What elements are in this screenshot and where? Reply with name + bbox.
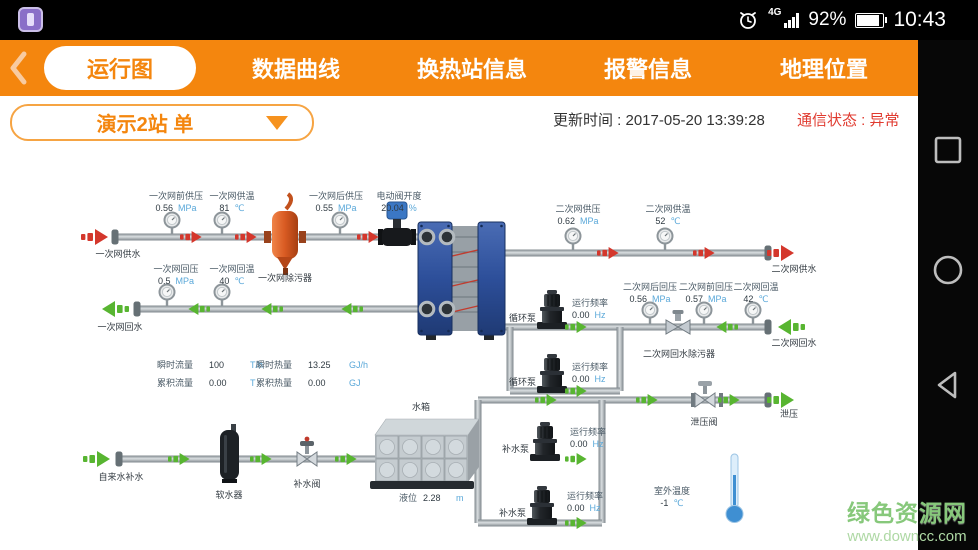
update-time: 更新时间 : 2017-05-20 13:39:28 (553, 112, 765, 129)
station-selector[interactable]: 演示2站 单 (10, 104, 314, 141)
tab-2[interactable]: 数据曲线 (251, 57, 340, 82)
watermark: 绿色资源网 www.downcc.com (836, 494, 978, 545)
back-button[interactable] (6, 44, 32, 92)
status-bar: 4G 92% 10:43 (0, 0, 978, 40)
makeup-pump-1 (529, 421, 561, 462)
dropdown-arrow-icon (266, 116, 288, 130)
comm-status: 通信状态 : 异常 (797, 112, 900, 129)
thermometer-icon (725, 453, 744, 523)
back-chevron-icon (10, 51, 27, 85)
alarm-clock-icon (740, 12, 756, 29)
signal-bars-icon (784, 12, 800, 28)
battery-icon (855, 12, 888, 28)
back-triangle-icon[interactable] (932, 369, 964, 401)
water-softener (220, 424, 239, 483)
water-tank (370, 418, 480, 489)
sub-header: 演示2站 单 更新时间 : 2017-05-20 13:39:28 通信状态 :… (0, 96, 918, 145)
tab-5[interactable]: 地理位置 (779, 57, 868, 82)
makeup-valve (296, 436, 318, 467)
tab-3[interactable]: 换热站信息 (416, 57, 527, 82)
heat-exchanger (417, 221, 506, 340)
status-time: 10:43 (893, 8, 946, 31)
network-type-label: 4G (768, 7, 782, 18)
nav-tabs: 运行图 数据曲线 换热站信息 报警信息 地理位置 (32, 46, 912, 90)
secondary-strainer (665, 310, 691, 335)
station-name: 演示2站 单 (96, 114, 194, 136)
tab-4[interactable]: 报警信息 (603, 57, 692, 82)
top-nav-bar: 运行图 数据曲线 换热站信息 报警信息 地理位置 (0, 40, 918, 96)
circulation-pump-2 (536, 353, 568, 394)
circulation-pump-1 (536, 289, 568, 330)
home-circle-icon[interactable] (931, 253, 965, 287)
process-diagram (0, 145, 918, 550)
makeup-pump-2 (526, 485, 558, 526)
notification-app-icon (18, 7, 43, 32)
watermark-url: www.downcc.com (847, 528, 967, 545)
electric-valve (378, 201, 416, 246)
battery-percent: 92% (808, 9, 847, 30)
android-nav-bar (918, 40, 978, 550)
tab-1[interactable]: 运行图 (44, 46, 196, 90)
watermark-title: 绿色资源网 (847, 500, 967, 526)
primary-strainer (264, 192, 306, 275)
recents-square-icon[interactable] (932, 134, 964, 166)
